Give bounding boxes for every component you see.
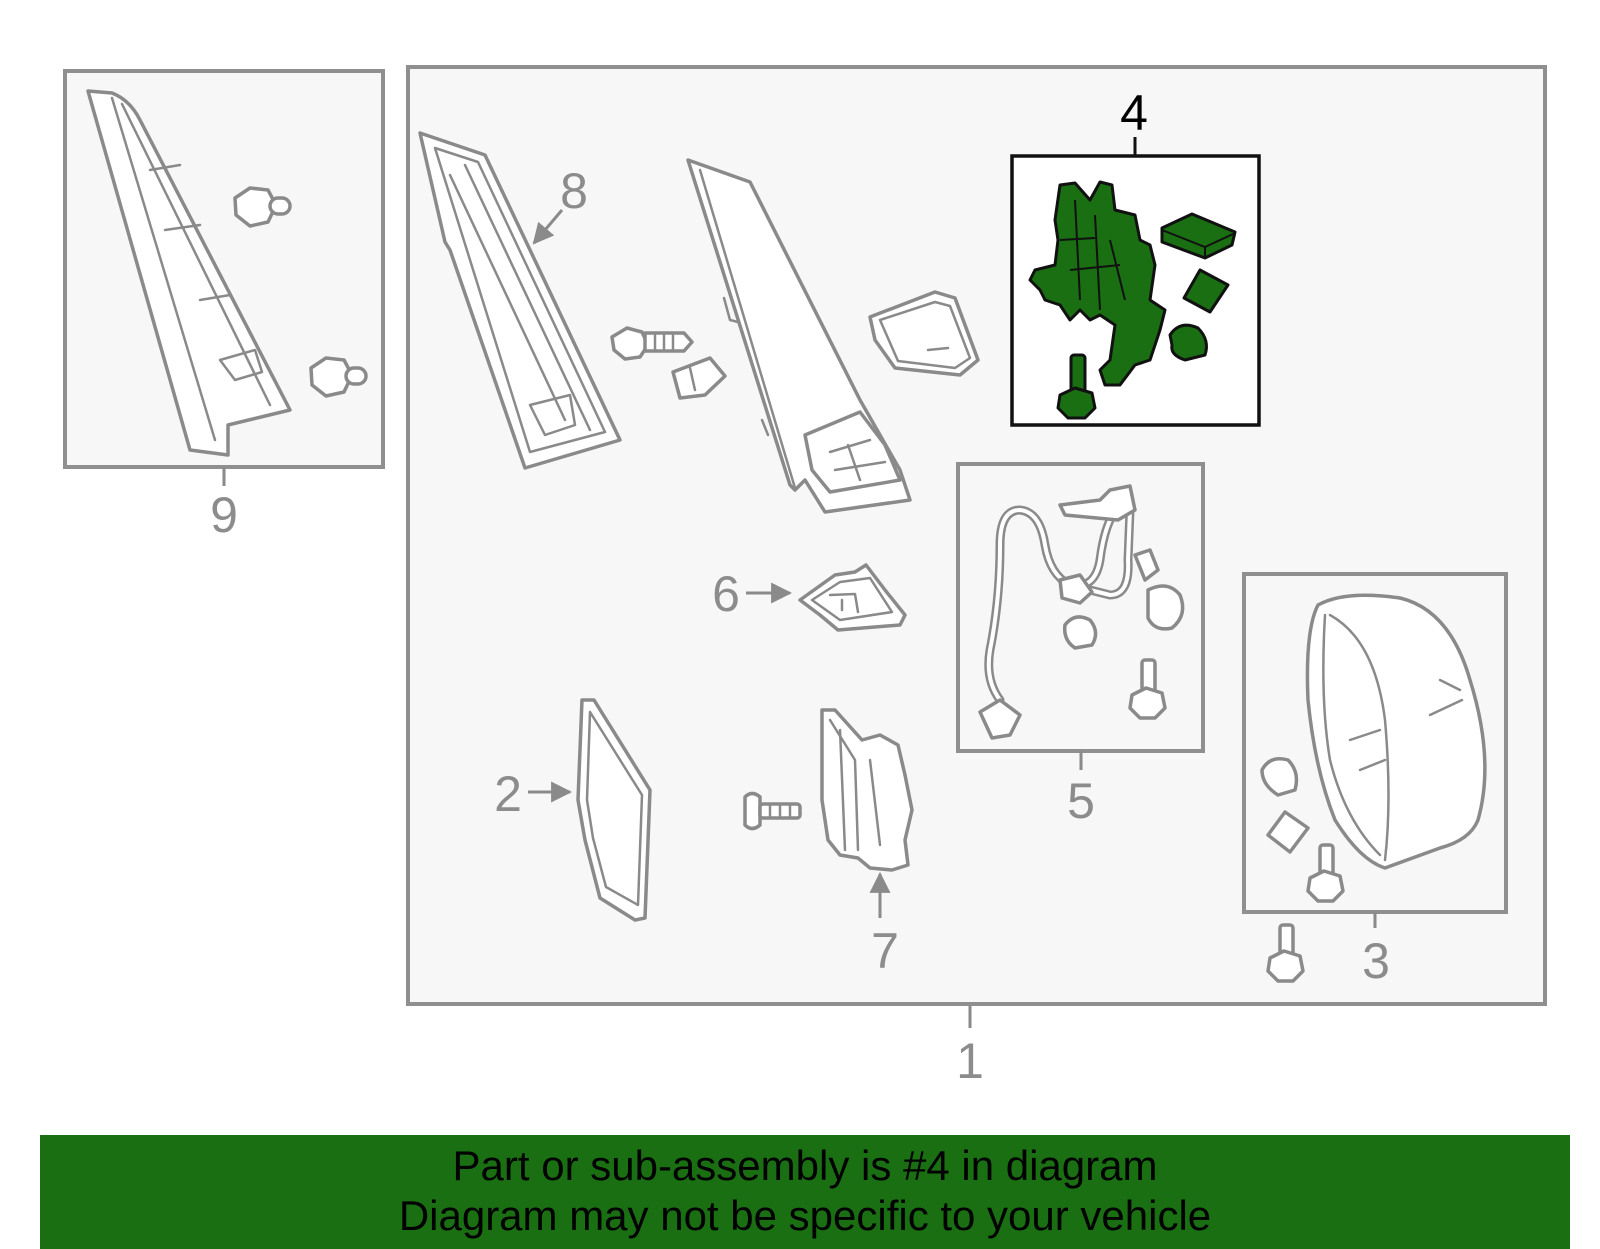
actuator-motor-icon (1028, 180, 1167, 387)
mirror-pad-icon (868, 290, 980, 377)
harness-connector-end (978, 698, 1022, 740)
actuator-detail-lines (1059, 199, 1126, 311)
part-3-group[interactable]: 3 (1242, 572, 1508, 989)
harness-connector-clip (1133, 548, 1160, 582)
clip-lower-icon (309, 356, 368, 398)
callout-5: 5 (1067, 773, 1095, 829)
harness-clip-small (1062, 615, 1098, 650)
part-6-inner (810, 576, 894, 622)
part-4-group[interactable]: 4 (1010, 85, 1261, 427)
pad-rect-edge (1161, 229, 1234, 258)
callout-4: 4 (1120, 85, 1148, 141)
wire-harness-inner (986, 503, 1132, 702)
mirror-base-housing (686, 158, 912, 514)
part-3-screw-inner-icon (1306, 843, 1345, 903)
harness-plug-top (1058, 484, 1137, 522)
info-banner: Part or sub-assembly is #4 in diagram Di… (40, 1135, 1570, 1249)
part-3-clip-icon (1260, 757, 1299, 797)
part-7-inner (828, 718, 882, 852)
banner-line-2: Diagram may not be specific to your vehi… (398, 1192, 1212, 1239)
pad-rect-icon (1160, 212, 1237, 260)
harness-bolt-icon (1128, 658, 1167, 720)
callout-9: 9 (210, 487, 238, 543)
part-9-inner-line (110, 96, 272, 442)
part-8-ribs (448, 163, 592, 437)
part-9-clip-ribs (148, 163, 264, 382)
callout-2: 2 (494, 766, 522, 822)
part-3-screw-outer-icon (1266, 923, 1305, 983)
part-7-screw-icon (743, 791, 802, 831)
callout-8-arrow (532, 209, 564, 245)
part-2-group[interactable]: 2 (494, 698, 652, 922)
part-7-group[interactable]: 7 (743, 708, 914, 979)
part-3-cover-inner (1322, 613, 1464, 862)
part-6-group[interactable]: 6 (712, 563, 907, 632)
part-3-pad-icon (1266, 810, 1310, 854)
nut-part-1-icon (671, 356, 727, 400)
part-9-group[interactable]: 9 (63, 69, 385, 543)
part-8-inner-frame (433, 146, 607, 454)
part-2-glass-inner (585, 710, 644, 907)
harness-grommet (1058, 573, 1094, 605)
part-2-mirror-glass (576, 698, 652, 922)
callout-6: 6 (712, 566, 740, 622)
part-3-mirror-cover (1305, 593, 1487, 870)
banner-line-1: Part or sub-assembly is #4 in diagram (452, 1142, 1158, 1189)
callout-7: 7 (871, 923, 899, 979)
clip-upper-icon (233, 186, 292, 228)
harness-connector-round (1146, 584, 1185, 631)
callout-1: 1 (956, 1033, 984, 1089)
part-5-group[interactable]: 5 (956, 462, 1205, 829)
callout-3: 3 (1362, 933, 1390, 989)
callout-8: 8 (560, 163, 588, 219)
bolt-icon (1056, 353, 1097, 420)
pad-diamond-icon (1182, 268, 1230, 314)
clip-round-icon (1168, 323, 1208, 362)
part-8-group[interactable]: 8 (418, 131, 622, 470)
screw-part-1-icon (610, 326, 694, 361)
